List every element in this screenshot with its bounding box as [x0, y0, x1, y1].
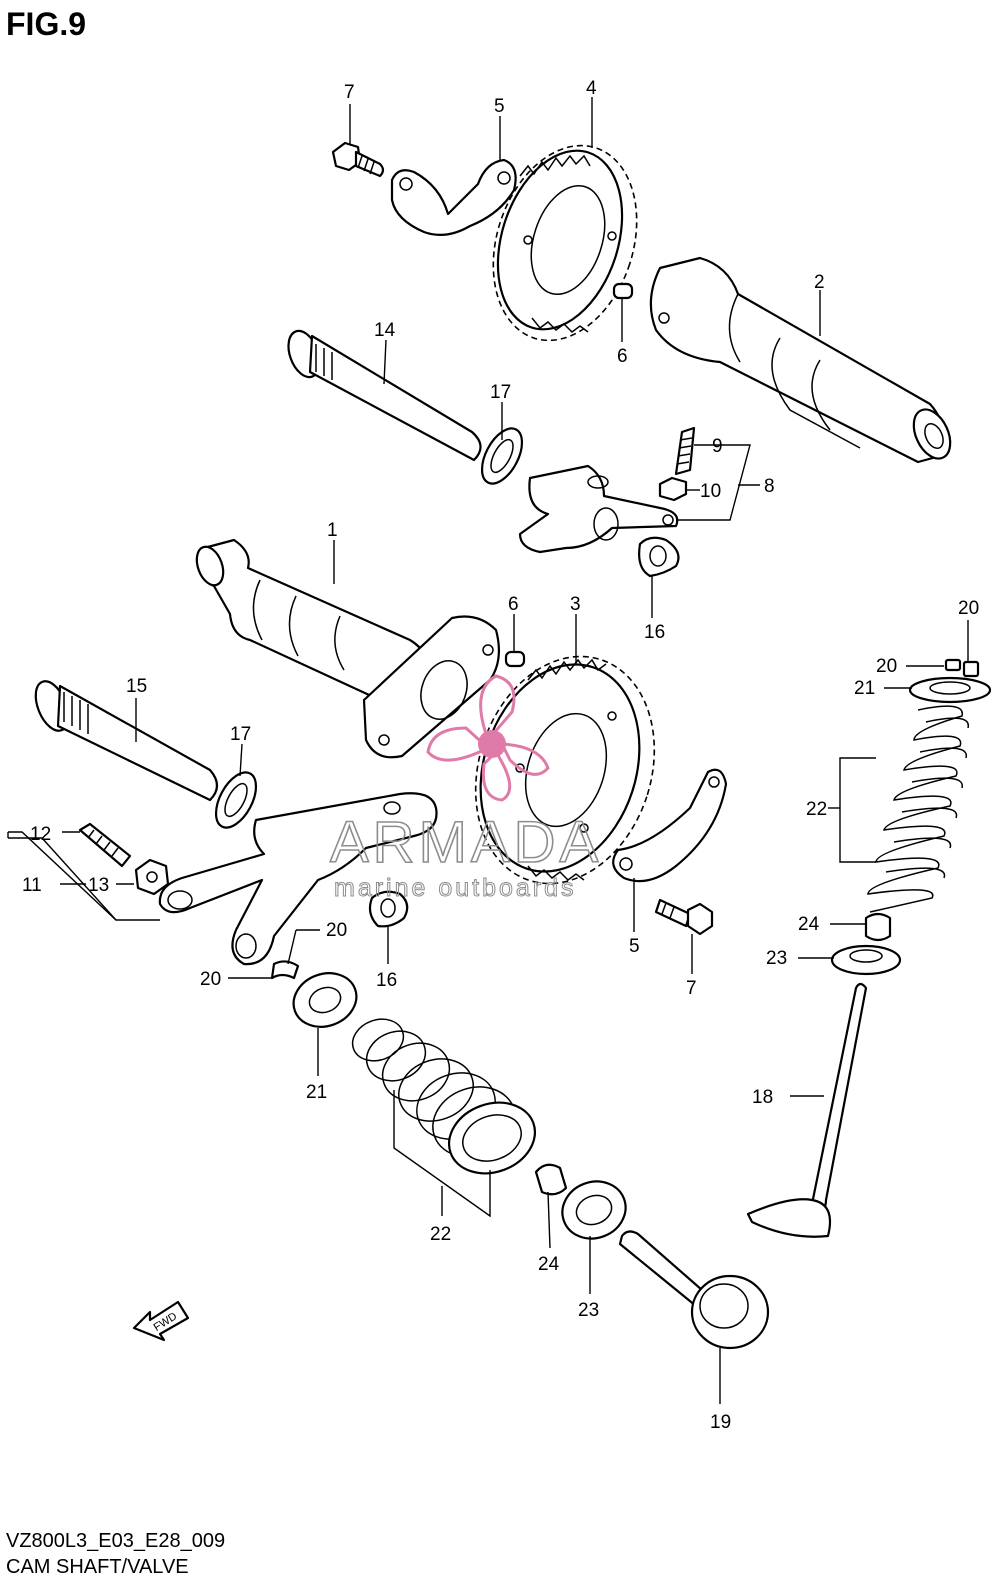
part-locknut-lower[interactable] [134, 858, 170, 896]
callout-13: 13 [88, 875, 109, 896]
part-dowel-pin-upper[interactable] [612, 282, 634, 300]
callout-2: 2 [814, 272, 825, 293]
part-rocker-shaft-upper[interactable] [283, 327, 482, 462]
callout-5-lower: 5 [629, 936, 640, 957]
callout-20-lower: 20 [200, 969, 221, 990]
part-spring-retainer-right[interactable] [908, 676, 992, 704]
watermark-brand: ARMADA [330, 810, 602, 875]
callout-4: 4 [586, 78, 597, 99]
callout-21-right: 21 [854, 678, 875, 699]
part-washer-upper[interactable] [474, 422, 530, 490]
callout-10: 10 [700, 481, 721, 502]
callout-20-lower-upper: 20 [326, 920, 347, 941]
part-retainer-plate-lower[interactable] [368, 890, 409, 928]
part-locknut-upper[interactable] [658, 476, 688, 502]
callout-21-lower: 21 [306, 1082, 327, 1103]
part-bracket-upper[interactable] [390, 158, 517, 237]
part-valve-right[interactable] [746, 982, 868, 1238]
callout-19: 19 [710, 1412, 731, 1433]
part-rocker-arm-upper[interactable] [518, 464, 679, 554]
callout-18: 18 [752, 1087, 773, 1108]
callout-6-lower: 6 [508, 594, 519, 615]
part-stem-seal-right[interactable] [864, 912, 892, 942]
part-valve-cotter-lower[interactable] [270, 960, 300, 980]
part-stem-seal-lower[interactable] [534, 1163, 568, 1196]
part-adjusting-screw-upper[interactable] [674, 426, 696, 476]
part-valve-spring-right[interactable] [867, 705, 969, 913]
part-valve-spring-lower[interactable] [347, 1012, 545, 1185]
callout-23-right: 23 [766, 948, 787, 969]
watermark-tagline: marine outboards [334, 874, 577, 902]
armada-watermark: ARMADA marine outboards [329, 674, 602, 903]
callout-24-right: 24 [798, 914, 820, 935]
callout-15: 15 [126, 676, 147, 697]
callout-20-right: 20 [876, 656, 897, 677]
callout-5-upper: 5 [494, 96, 505, 117]
callout-24-lower: 24 [538, 1254, 560, 1275]
part-valve-cotter-right[interactable] [944, 658, 980, 678]
part-camshaft-upper[interactable] [649, 256, 958, 464]
part-bolt-lower[interactable] [654, 898, 714, 936]
part-rocker-arm-lower[interactable] [158, 792, 438, 966]
part-cam-sprocket-upper[interactable] [469, 127, 660, 359]
callout-23-lower: 23 [578, 1300, 599, 1321]
part-adjusting-screw-lower[interactable] [78, 822, 132, 868]
part-rocker-shaft-lower[interactable] [29, 677, 219, 802]
callout-6-upper: 6 [617, 346, 628, 367]
fwd-arrow: FWD [132, 1300, 190, 1342]
section-name: CAM SHAFT/VALVE [6, 1556, 189, 1578]
model-code: VZ800L3_E03_E28_009 [6, 1530, 226, 1552]
callout-17-upper: 17 [490, 382, 511, 403]
callout-7-lower: 7 [686, 978, 697, 999]
propeller-hub-icon [478, 730, 506, 758]
part-spring-retainer-lower[interactable] [286, 965, 364, 1036]
callout-20-right-top: 20 [958, 598, 979, 619]
part-bracket-lower[interactable] [612, 768, 728, 883]
callout-8: 8 [764, 476, 775, 497]
callout-9: 9 [712, 436, 723, 457]
leader-lines [7, 97, 969, 1404]
propeller-logo-icon [426, 674, 550, 802]
callout-22-right: 22 [806, 799, 827, 820]
part-spring-seat-lower[interactable] [554, 1173, 633, 1248]
callout-11: 11 [22, 875, 42, 896]
part-bolt-upper[interactable] [331, 141, 385, 178]
callout-14: 14 [374, 320, 396, 341]
part-dowel-pin-lower[interactable] [504, 650, 526, 668]
part-cam-sprocket-lower[interactable] [447, 633, 682, 907]
callout-7-upper: 7 [344, 82, 355, 103]
part-washer-lower[interactable] [208, 766, 264, 834]
callout-labels: 1 2 3 4 5 5 6 6 7 7 8 9 10 11 12 13 14 1… [22, 78, 979, 1433]
callout-3: 3 [570, 594, 581, 615]
part-camshaft-flange-lower[interactable] [362, 615, 501, 759]
callout-1: 1 [327, 520, 338, 541]
part-spring-seat-right[interactable] [830, 944, 902, 976]
callout-12: 12 [30, 824, 51, 845]
callout-17-lower: 17 [230, 724, 251, 745]
callout-22-lower: 22 [430, 1224, 451, 1245]
part-valve-lower[interactable] [618, 1230, 770, 1350]
figure-title: FIG.9 [6, 6, 87, 42]
callout-16-upper: 16 [644, 622, 665, 643]
part-retainer-plate-upper[interactable] [638, 536, 680, 578]
callout-16-lower: 16 [376, 970, 397, 991]
